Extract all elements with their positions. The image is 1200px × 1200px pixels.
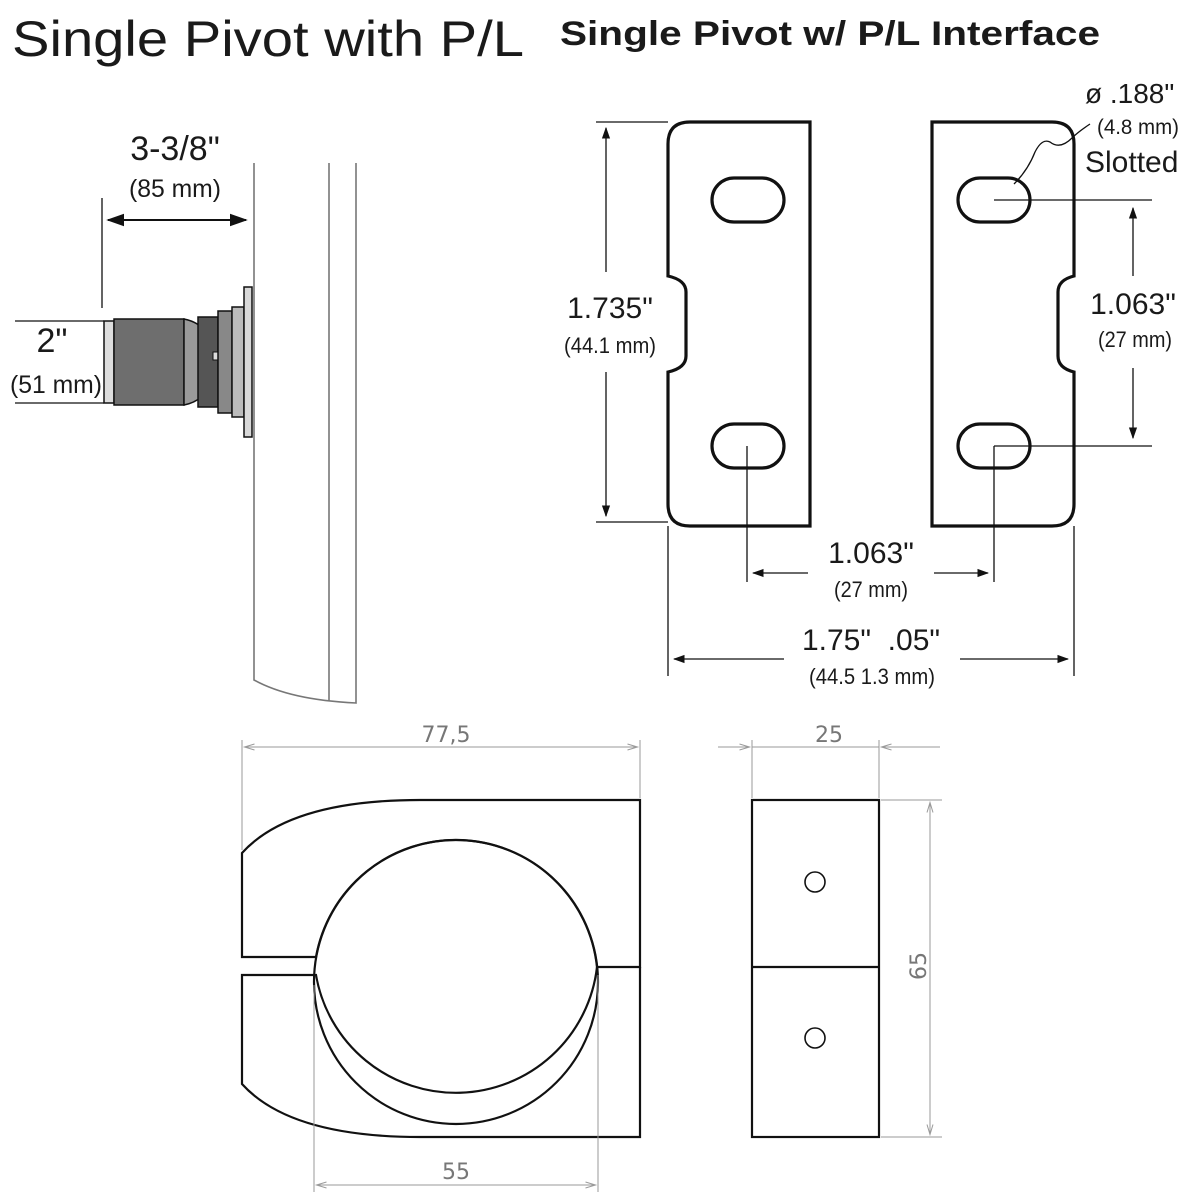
side-height-in: 2" xyxy=(37,322,68,360)
pivot-mount xyxy=(103,286,253,438)
overall-width-in: 1.75" .05" xyxy=(802,624,940,657)
plate-height-in: 1.735" xyxy=(567,292,653,325)
clamp-front-view: 77,5 55 xyxy=(240,723,642,1192)
plate-height-mm: (44.1 mm) xyxy=(564,333,656,358)
pole xyxy=(253,163,357,704)
hole-spacing-h-mm: (27 mm) xyxy=(834,577,908,602)
clamp-side-width-label: 25 xyxy=(815,723,843,748)
clamp-side-view: 25 65 xyxy=(718,723,942,1139)
clamp-bore xyxy=(312,838,600,1126)
slot-hole-left-top xyxy=(710,176,786,224)
clamp-bore-label: 55 xyxy=(442,1160,470,1185)
hole-type-label: Slotted xyxy=(1085,146,1178,179)
screw-hole-top xyxy=(804,871,826,893)
hole-diameter-mm: (4.8 mm) xyxy=(1097,116,1179,139)
side-width-mm: (85 mm) xyxy=(129,175,221,203)
plate-right xyxy=(930,120,1076,528)
title-right: Single Pivot w/ P/L Interface xyxy=(560,15,1100,53)
title-left: Single Pivot with P/L xyxy=(12,11,524,67)
clamp-width-label: 77,5 xyxy=(422,723,471,748)
side-width-in: 3-3/8" xyxy=(130,130,220,168)
hole-spacing-v-mm: (27 mm) xyxy=(1098,327,1172,352)
clamp-height-label: 65 xyxy=(907,952,932,980)
plate-left xyxy=(666,120,812,528)
side-view: 3-3/8" (85 mm) 2" (51 mm) xyxy=(10,130,357,704)
interface-plates: ø .188" (4.8 mm) Slotted 1.735" (44.1 mm… xyxy=(564,78,1179,689)
screw-hole-bottom xyxy=(804,1027,826,1049)
slot-hole-left-bottom xyxy=(710,422,786,470)
side-height-mm: (51 mm) xyxy=(10,371,102,399)
hole-spacing-v-in: 1.063" xyxy=(1090,288,1176,321)
hole-spacing-h-in: 1.063" xyxy=(828,537,914,570)
hole-diameter-in: ø .188" xyxy=(1085,78,1174,109)
overall-width-mm: (44.5 1.3 mm) xyxy=(809,664,935,689)
